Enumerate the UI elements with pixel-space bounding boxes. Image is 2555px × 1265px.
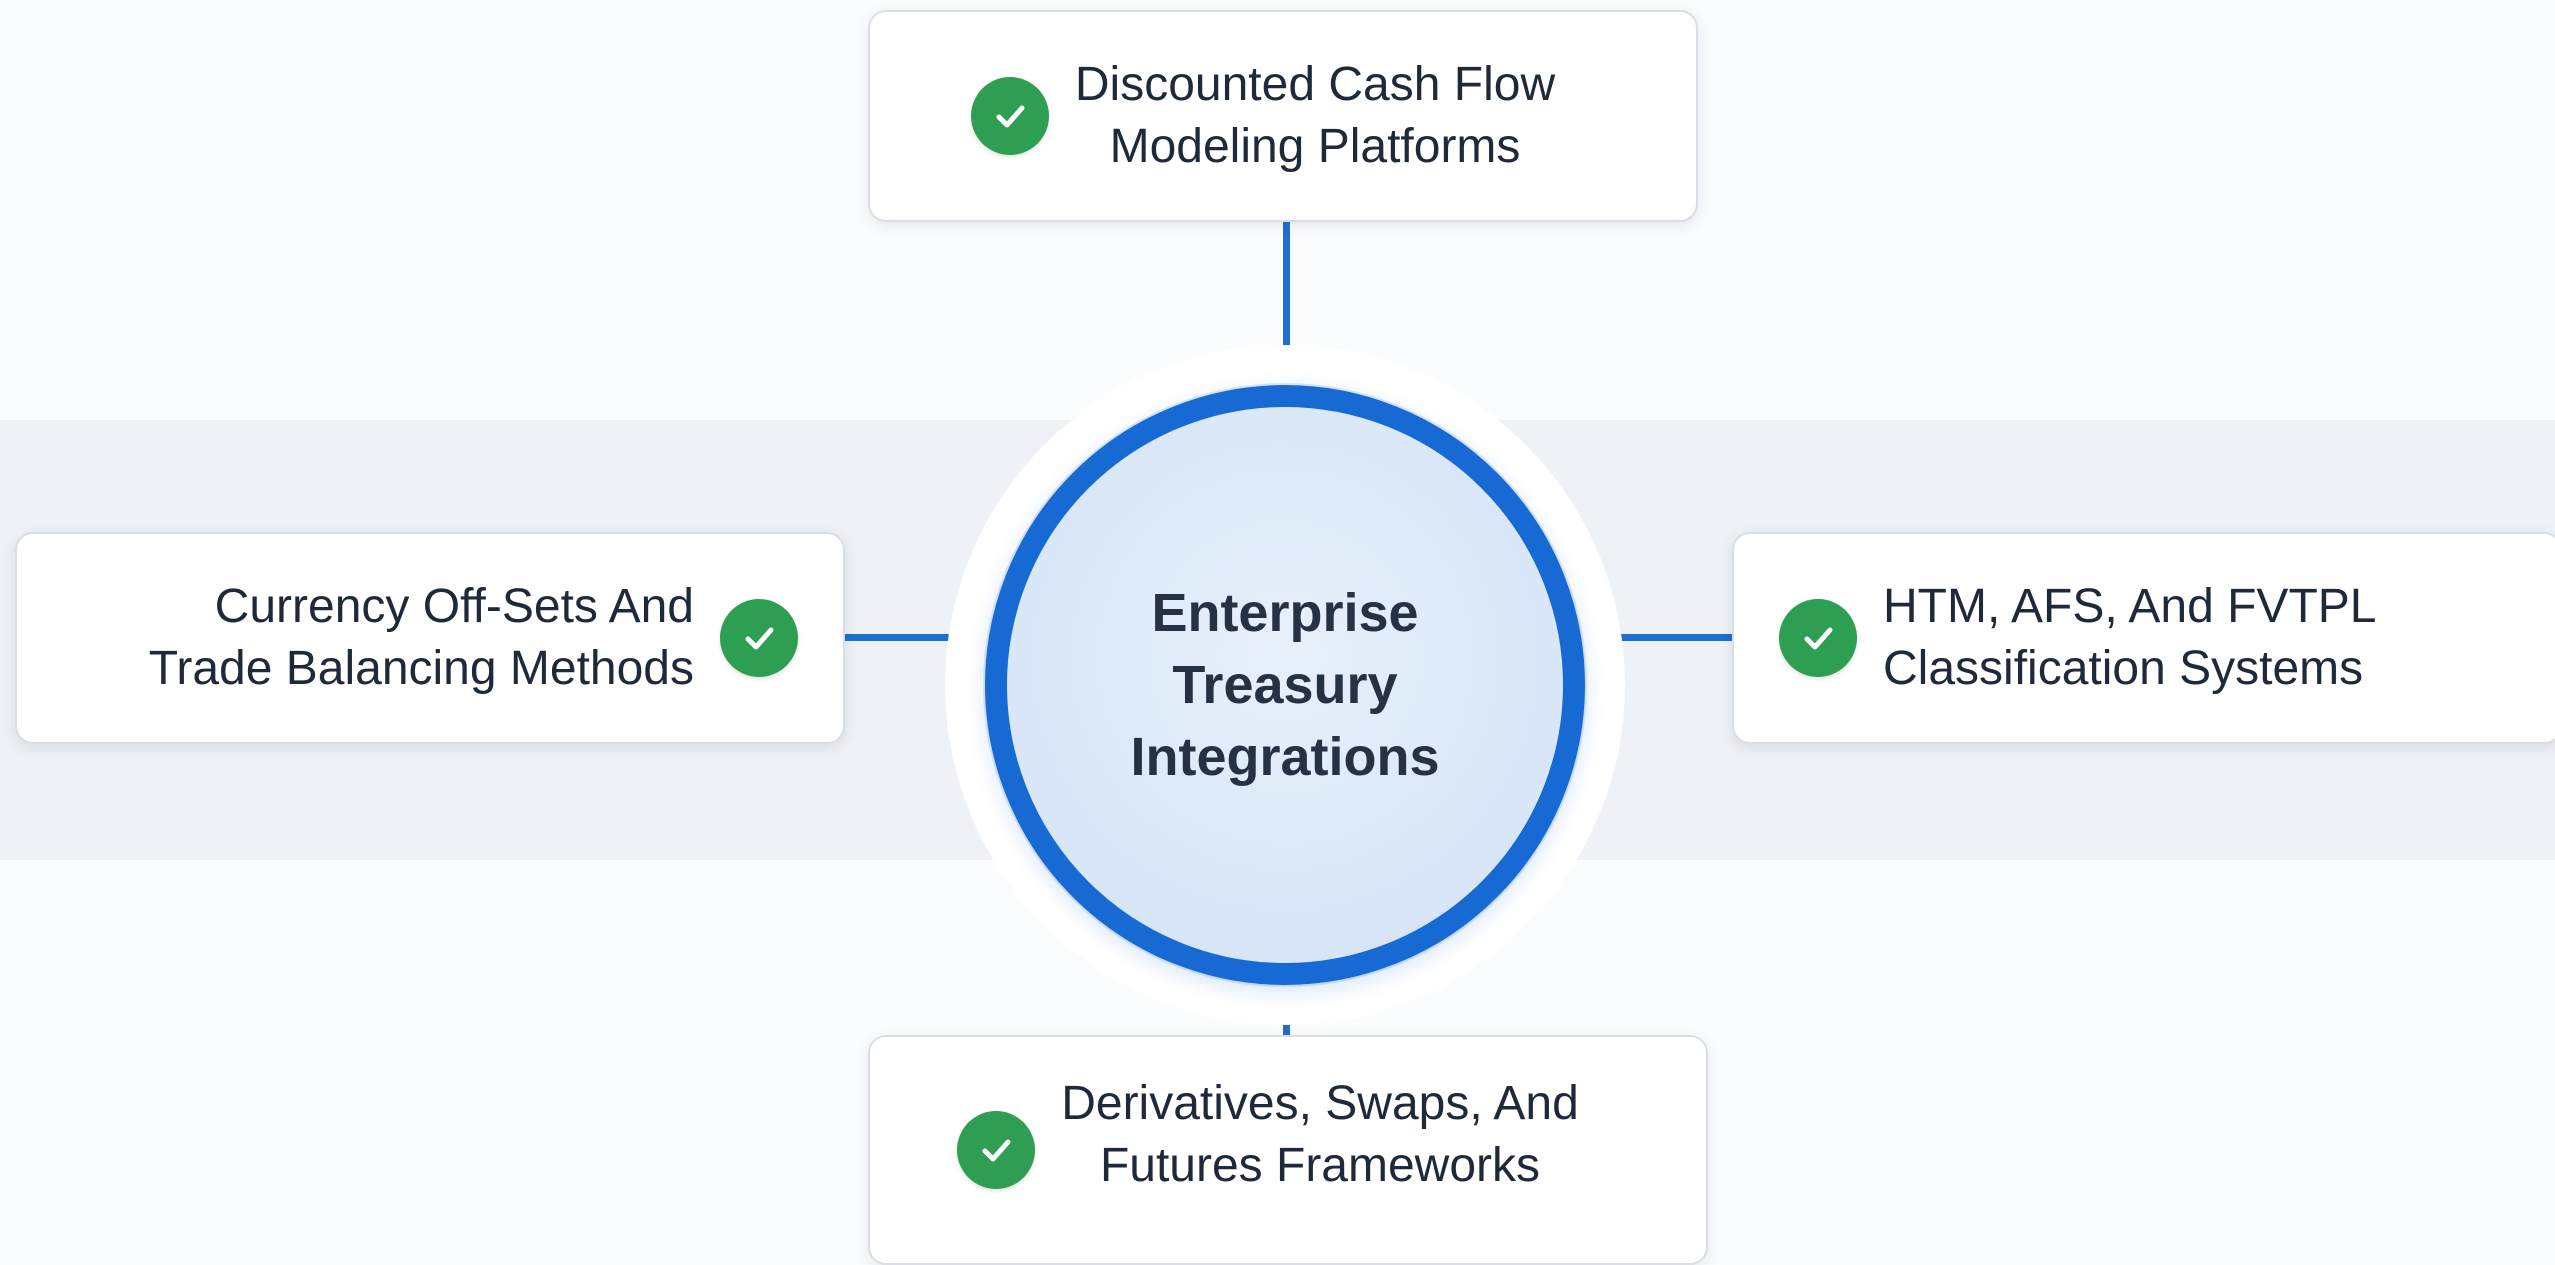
center-hub: Enterprise Treasury Integrations [985,385,1585,985]
node-label-line1: Discounted Cash Flow [1074,58,1556,111]
node-label-line1: Currency Off-Sets And [214,580,694,633]
node-label-line2: Modeling Platforms [1109,120,1521,173]
check-icon [720,599,798,677]
node-htm-afs-fvtpl: HTM, AFS, And FVTPL Classification Syste… [1732,532,2555,744]
node-label-line1: Derivatives, Swaps, And [1061,1077,1579,1130]
node-label-line2: Futures Frameworks [1099,1139,1541,1192]
check-icon [957,1111,1036,1189]
hub-title: Enterprise Treasury Integrations [1130,583,1440,787]
node-label: Currency Off-Sets And Trade Balancing Me… [149,576,694,700]
check-icon [1779,599,1857,677]
node-currency-offsets: Currency Off-Sets And Trade Balancing Me… [15,532,845,744]
check-icon [970,77,1049,155]
node-label-line2: Classification Systems [1883,642,2364,695]
connector-top [1283,222,1290,392]
node-label-line2: Trade Balancing Methods [148,642,694,695]
node-derivatives-swaps: Derivatives, Swaps, And Futures Framewor… [868,1035,1708,1265]
node-label: HTM, AFS, And FVTPL Classification Syste… [1883,576,2376,700]
node-label-line1: HTM, AFS, And FVTPL [1883,580,2377,633]
node-label: Discounted Cash Flow Modeling Platforms [1075,54,1555,178]
connector-right [1578,634,1734,641]
connector-left [845,634,993,641]
node-discounted-cash-flow: Discounted Cash Flow Modeling Platforms [868,10,1698,222]
node-label: Derivatives, Swaps, And Futures Framewor… [1061,1073,1579,1197]
